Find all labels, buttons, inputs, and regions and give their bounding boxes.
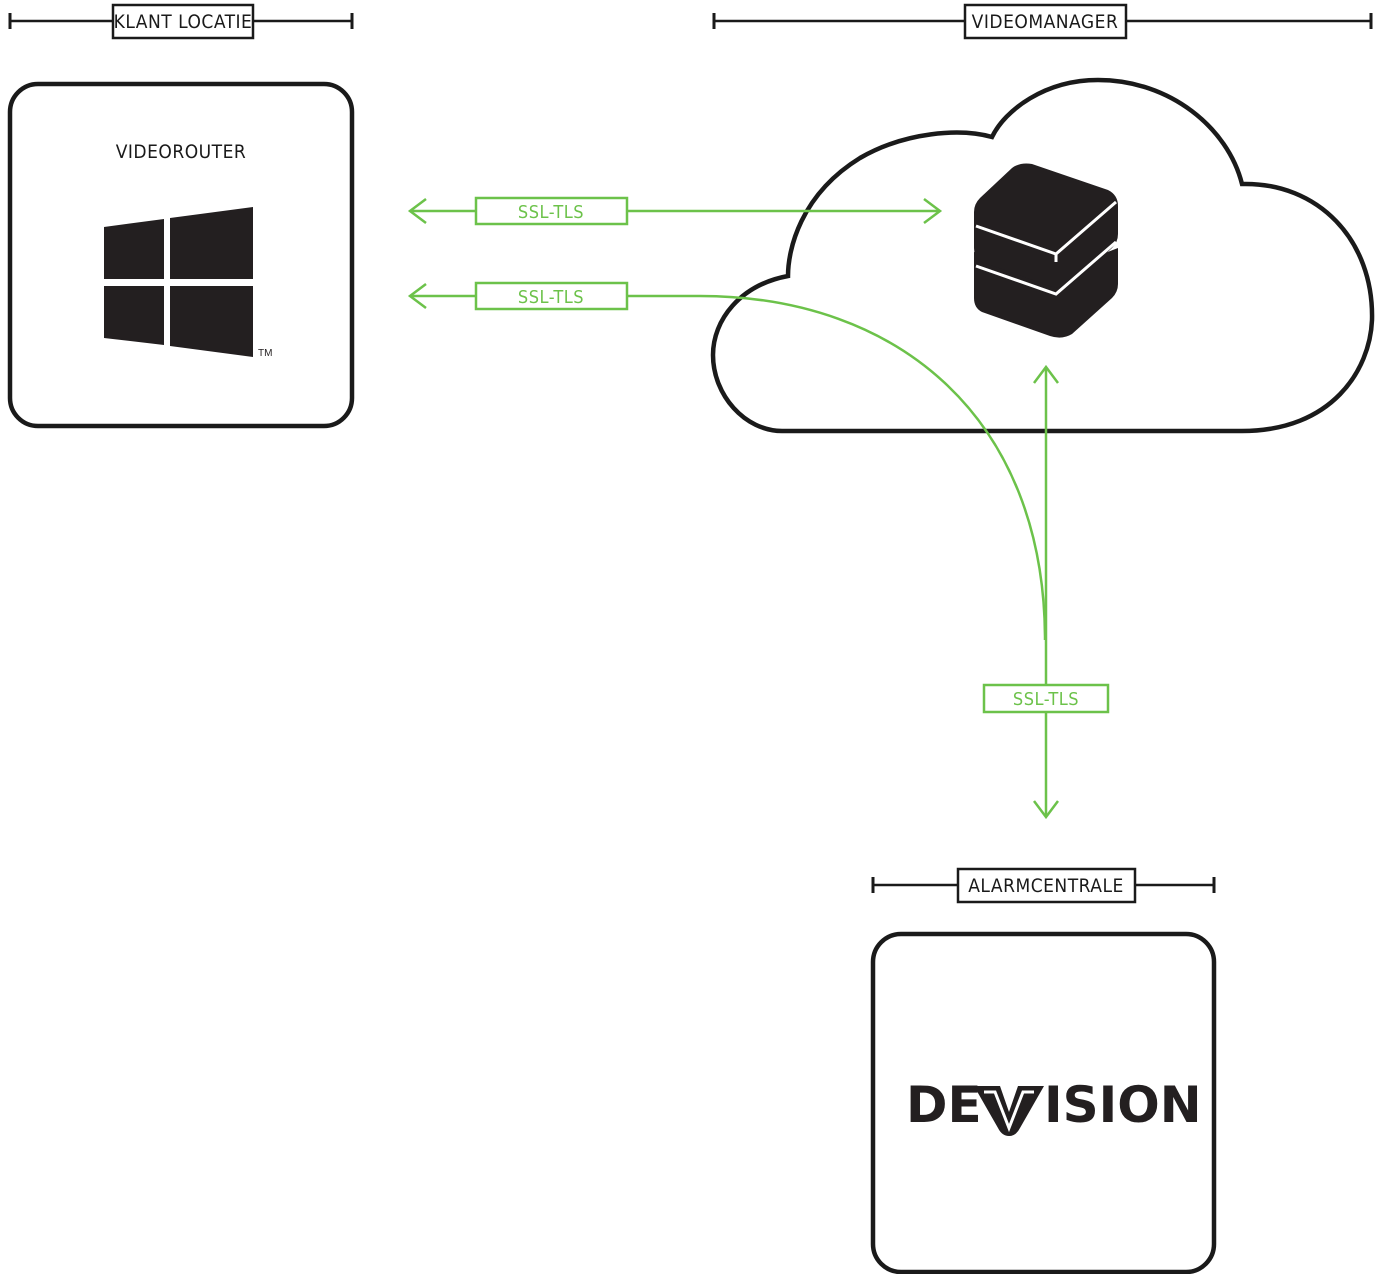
videorouter-title: VIDEOROUTER: [116, 141, 247, 163]
devision-box: DE ISION: [870, 931, 1217, 1274]
videorouter-box: VIDEOROUTER TM: [7, 81, 355, 429]
arrowhead-vertical-bottom: [1033, 800, 1059, 820]
logo-text-part2: ISION: [1044, 1076, 1202, 1134]
section-header-alarmcentrale: ALARMCENTRALE: [871, 867, 1216, 904]
server-cube-icon: [974, 163, 1118, 338]
section-label-klant-locatie: KLANT LOCATIE: [114, 11, 253, 33]
arrowhead-middle-left: [407, 283, 427, 309]
logo-text-part1: DE: [906, 1076, 982, 1134]
devision-logo: DE ISION: [906, 1076, 1202, 1136]
ssl-label-top-text: SSL-TLS: [518, 202, 584, 223]
ssl-label-vertical: SSL-TLS: [982, 683, 1110, 714]
arrowhead-vertical-top: [1033, 364, 1059, 384]
ssl-label-top: SSL-TLS: [474, 196, 629, 226]
section-header-klant-locatie: KLANT LOCATIE: [8, 3, 354, 40]
ssl-label-middle-text: SSL-TLS: [518, 287, 584, 308]
section-label-videomanager: VIDEOMANAGER: [972, 11, 1119, 33]
arrowhead-top-right: [923, 198, 943, 224]
devision-v-icon: [974, 1086, 1044, 1136]
ssl-label-vertical-text: SSL-TLS: [1013, 689, 1079, 710]
section-header-videomanager: VIDEOMANAGER: [712, 3, 1373, 40]
connection-line-middle: [410, 294, 1047, 641]
connection-lines: [407, 198, 1059, 820]
ssl-label-middle: SSL-TLS: [474, 281, 629, 311]
trademark-text: TM: [258, 348, 272, 359]
arrowhead-top-left: [407, 198, 427, 224]
section-label-alarmcentrale: ALARMCENTRALE: [968, 875, 1124, 897]
windows-logo-icon: [104, 207, 253, 357]
